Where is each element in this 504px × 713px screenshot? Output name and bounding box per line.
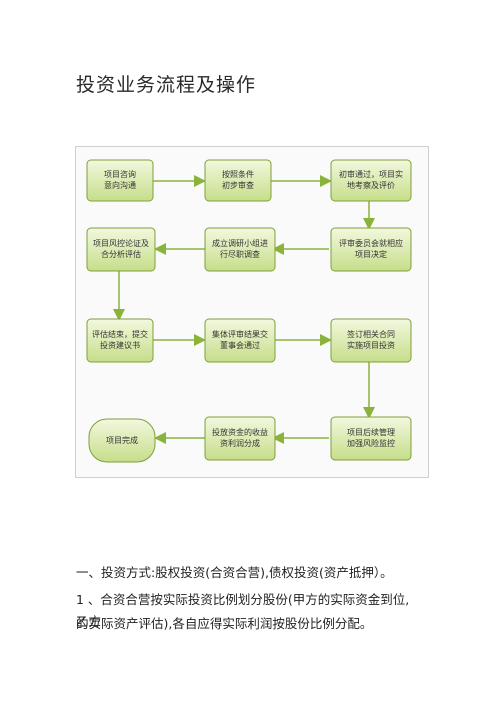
- flow-box-b1-text: 项目咨询意向沟通: [104, 169, 136, 190]
- flow-box-b1: 项目咨询意向沟通: [86, 159, 154, 202]
- flow-box-b2-text: 按照条件初步审查: [222, 169, 254, 190]
- flow-box-b8: 集体评审结果交董事会通过: [204, 318, 276, 363]
- paragraph-line-2: 的实际资产评估),各自应得实际利润按股份比例分配。: [76, 616, 373, 631]
- flow-box-b6: 评审委员会就相应项目决定: [330, 227, 412, 272]
- flow-box-b9: 签订相关合同实施项目投资: [330, 318, 412, 363]
- flow-box-b12-text: 项目后续管理加强风险监控: [347, 427, 395, 448]
- flow-box-b5-text: 成立调研小组进行尽职调查: [212, 238, 268, 259]
- flow-box-b10: 项目完成: [88, 418, 156, 463]
- flow-box-b7: 评估结束，提交投资建议书: [86, 318, 154, 363]
- flow-box-b12: 项目后续管理加强风险监控: [330, 416, 412, 461]
- flow-box-b2: 按照条件初步审查: [204, 159, 272, 202]
- paragraph-line-1: 1 、合资合营按实际投资比例划分股份(甲方的实际资金到位, 乙方: [76, 592, 410, 629]
- flow-box-b11: 投放资金的收益资利润分成: [204, 416, 276, 461]
- flow-box-b8-text: 集体评审结果交董事会通过: [212, 329, 268, 350]
- page-title: 投资业务流程及操作: [76, 74, 257, 96]
- flow-box-b3-text: 初审通过，项目实地考察及评价: [339, 169, 403, 190]
- flow-box-b7-text: 评估结束，提交投资建议书: [92, 329, 148, 350]
- flow-box-b5: 成立调研小组进行尽职调查: [204, 227, 276, 272]
- flow-box-b10-text: 项目完成: [106, 435, 138, 445]
- flow-box-b3: 初审通过，项目实地考察及评价: [330, 159, 412, 202]
- investment-method-heading: 一、投资方式:股权投资(合资合营),债权投资(资产抵押）。: [76, 565, 393, 580]
- flow-box-b4-text: 项目风控论证及合分析评估: [93, 238, 149, 259]
- flow-box-b6-text: 评审委员会就相应项目决定: [339, 238, 403, 259]
- flow-box-b9-text: 签订相关合同实施项目投资: [347, 329, 395, 350]
- flow-arrows: [113, 175, 375, 444]
- flow-box-b11-text: 投放资金的收益资利润分成: [212, 427, 268, 448]
- flow-box-b4: 项目风控论证及合分析评估: [86, 227, 156, 272]
